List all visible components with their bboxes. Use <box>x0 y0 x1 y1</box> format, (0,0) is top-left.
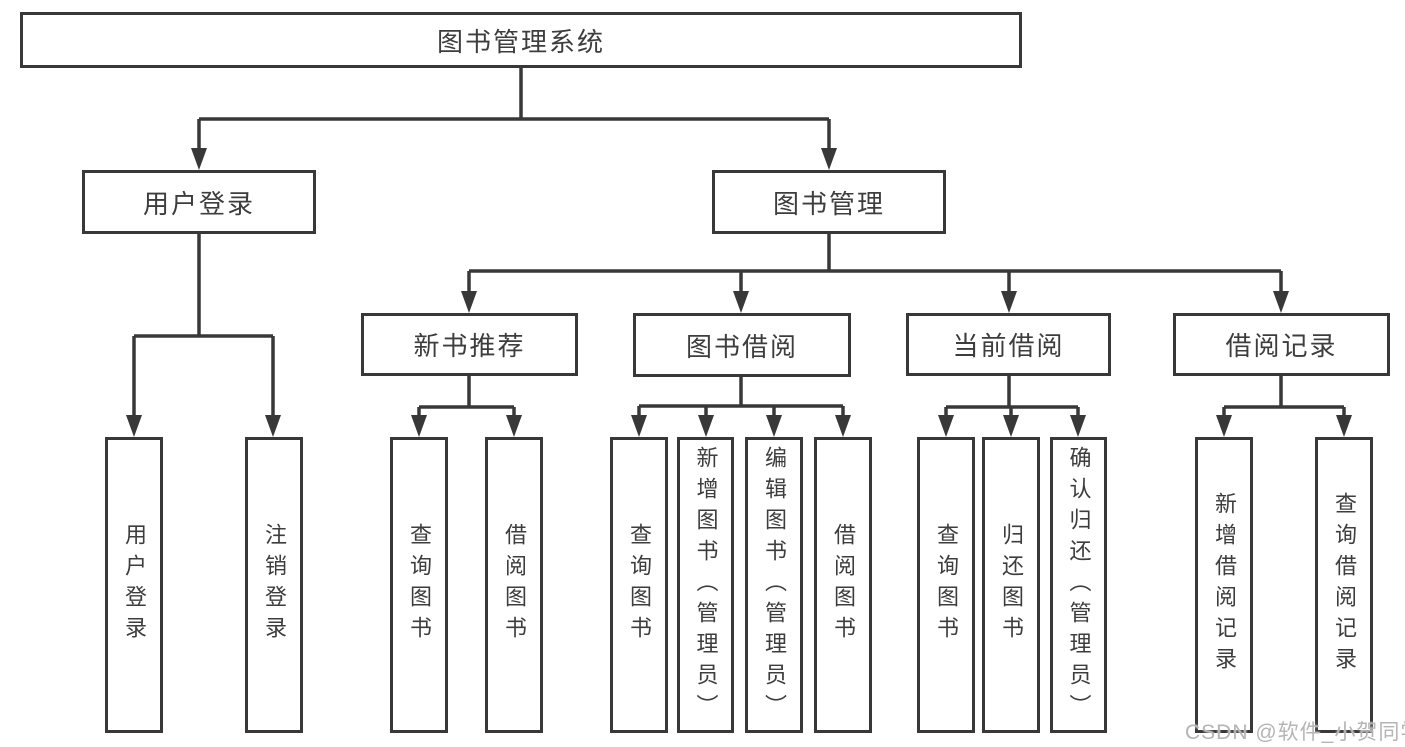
leaf-user-login: 用户登录 <box>105 437 163 733</box>
node-borrow-records: 借阅记录 <box>1173 313 1390 376</box>
leaf-label: 借阅图书 <box>502 523 527 647</box>
leaf-query-borrow-record: 查询借阅记录 <box>1315 437 1373 733</box>
csdn-watermark: CSDN @软件_小贺同学 <box>1185 721 1405 744</box>
leaf-confirm-return-admin: 确认归还（管理员） <box>1050 437 1107 733</box>
leaf-edit-books-admin: 编辑图书（管理员） <box>745 437 803 733</box>
leaf-label: 查询图书 <box>407 523 432 647</box>
leaf-query-books-borrow: 查询图书 <box>610 437 668 733</box>
leaf-label: 归还图书 <box>999 523 1024 647</box>
leaf-return-books: 归还图书 <box>982 437 1040 733</box>
node-root-title: 图书管理系统 <box>20 12 1022 68</box>
leaf-label: 查询图书 <box>627 523 652 647</box>
leaf-label: 新增借阅记录 <box>1212 492 1237 678</box>
leaf-add-books-admin: 新增图书（管理员） <box>677 437 734 733</box>
node-book-borrow: 图书借阅 <box>633 313 851 377</box>
leaf-label: 注销登录 <box>262 523 287 647</box>
leaf-borrow-books-recommend: 借阅图书 <box>485 437 543 733</box>
leaf-borrow-books: 借阅图书 <box>814 437 872 733</box>
leaf-logout: 注销登录 <box>245 437 303 733</box>
leaf-label: 用户登录 <box>122 523 147 647</box>
leaf-label: 确认归还（管理员） <box>1066 445 1092 725</box>
leaf-label: 查询借阅记录 <box>1332 492 1357 678</box>
node-book-management: 图书管理 <box>712 170 946 234</box>
leaf-label: 编辑图书（管理员） <box>762 445 787 725</box>
leaf-label: 新增图书（管理员） <box>693 445 719 725</box>
node-current-borrow: 当前借阅 <box>906 313 1111 376</box>
leaf-label: 查询图书 <box>934 523 959 647</box>
node-new-book-recommend: 新书推荐 <box>361 313 578 376</box>
node-user-login: 用户登录 <box>82 170 316 234</box>
leaf-label: 借阅图书 <box>831 523 856 647</box>
leaf-query-books-recommend: 查询图书 <box>390 437 448 733</box>
leaf-query-books-current: 查询图书 <box>917 437 975 733</box>
leaf-add-borrow-record: 新增借阅记录 <box>1195 437 1253 733</box>
